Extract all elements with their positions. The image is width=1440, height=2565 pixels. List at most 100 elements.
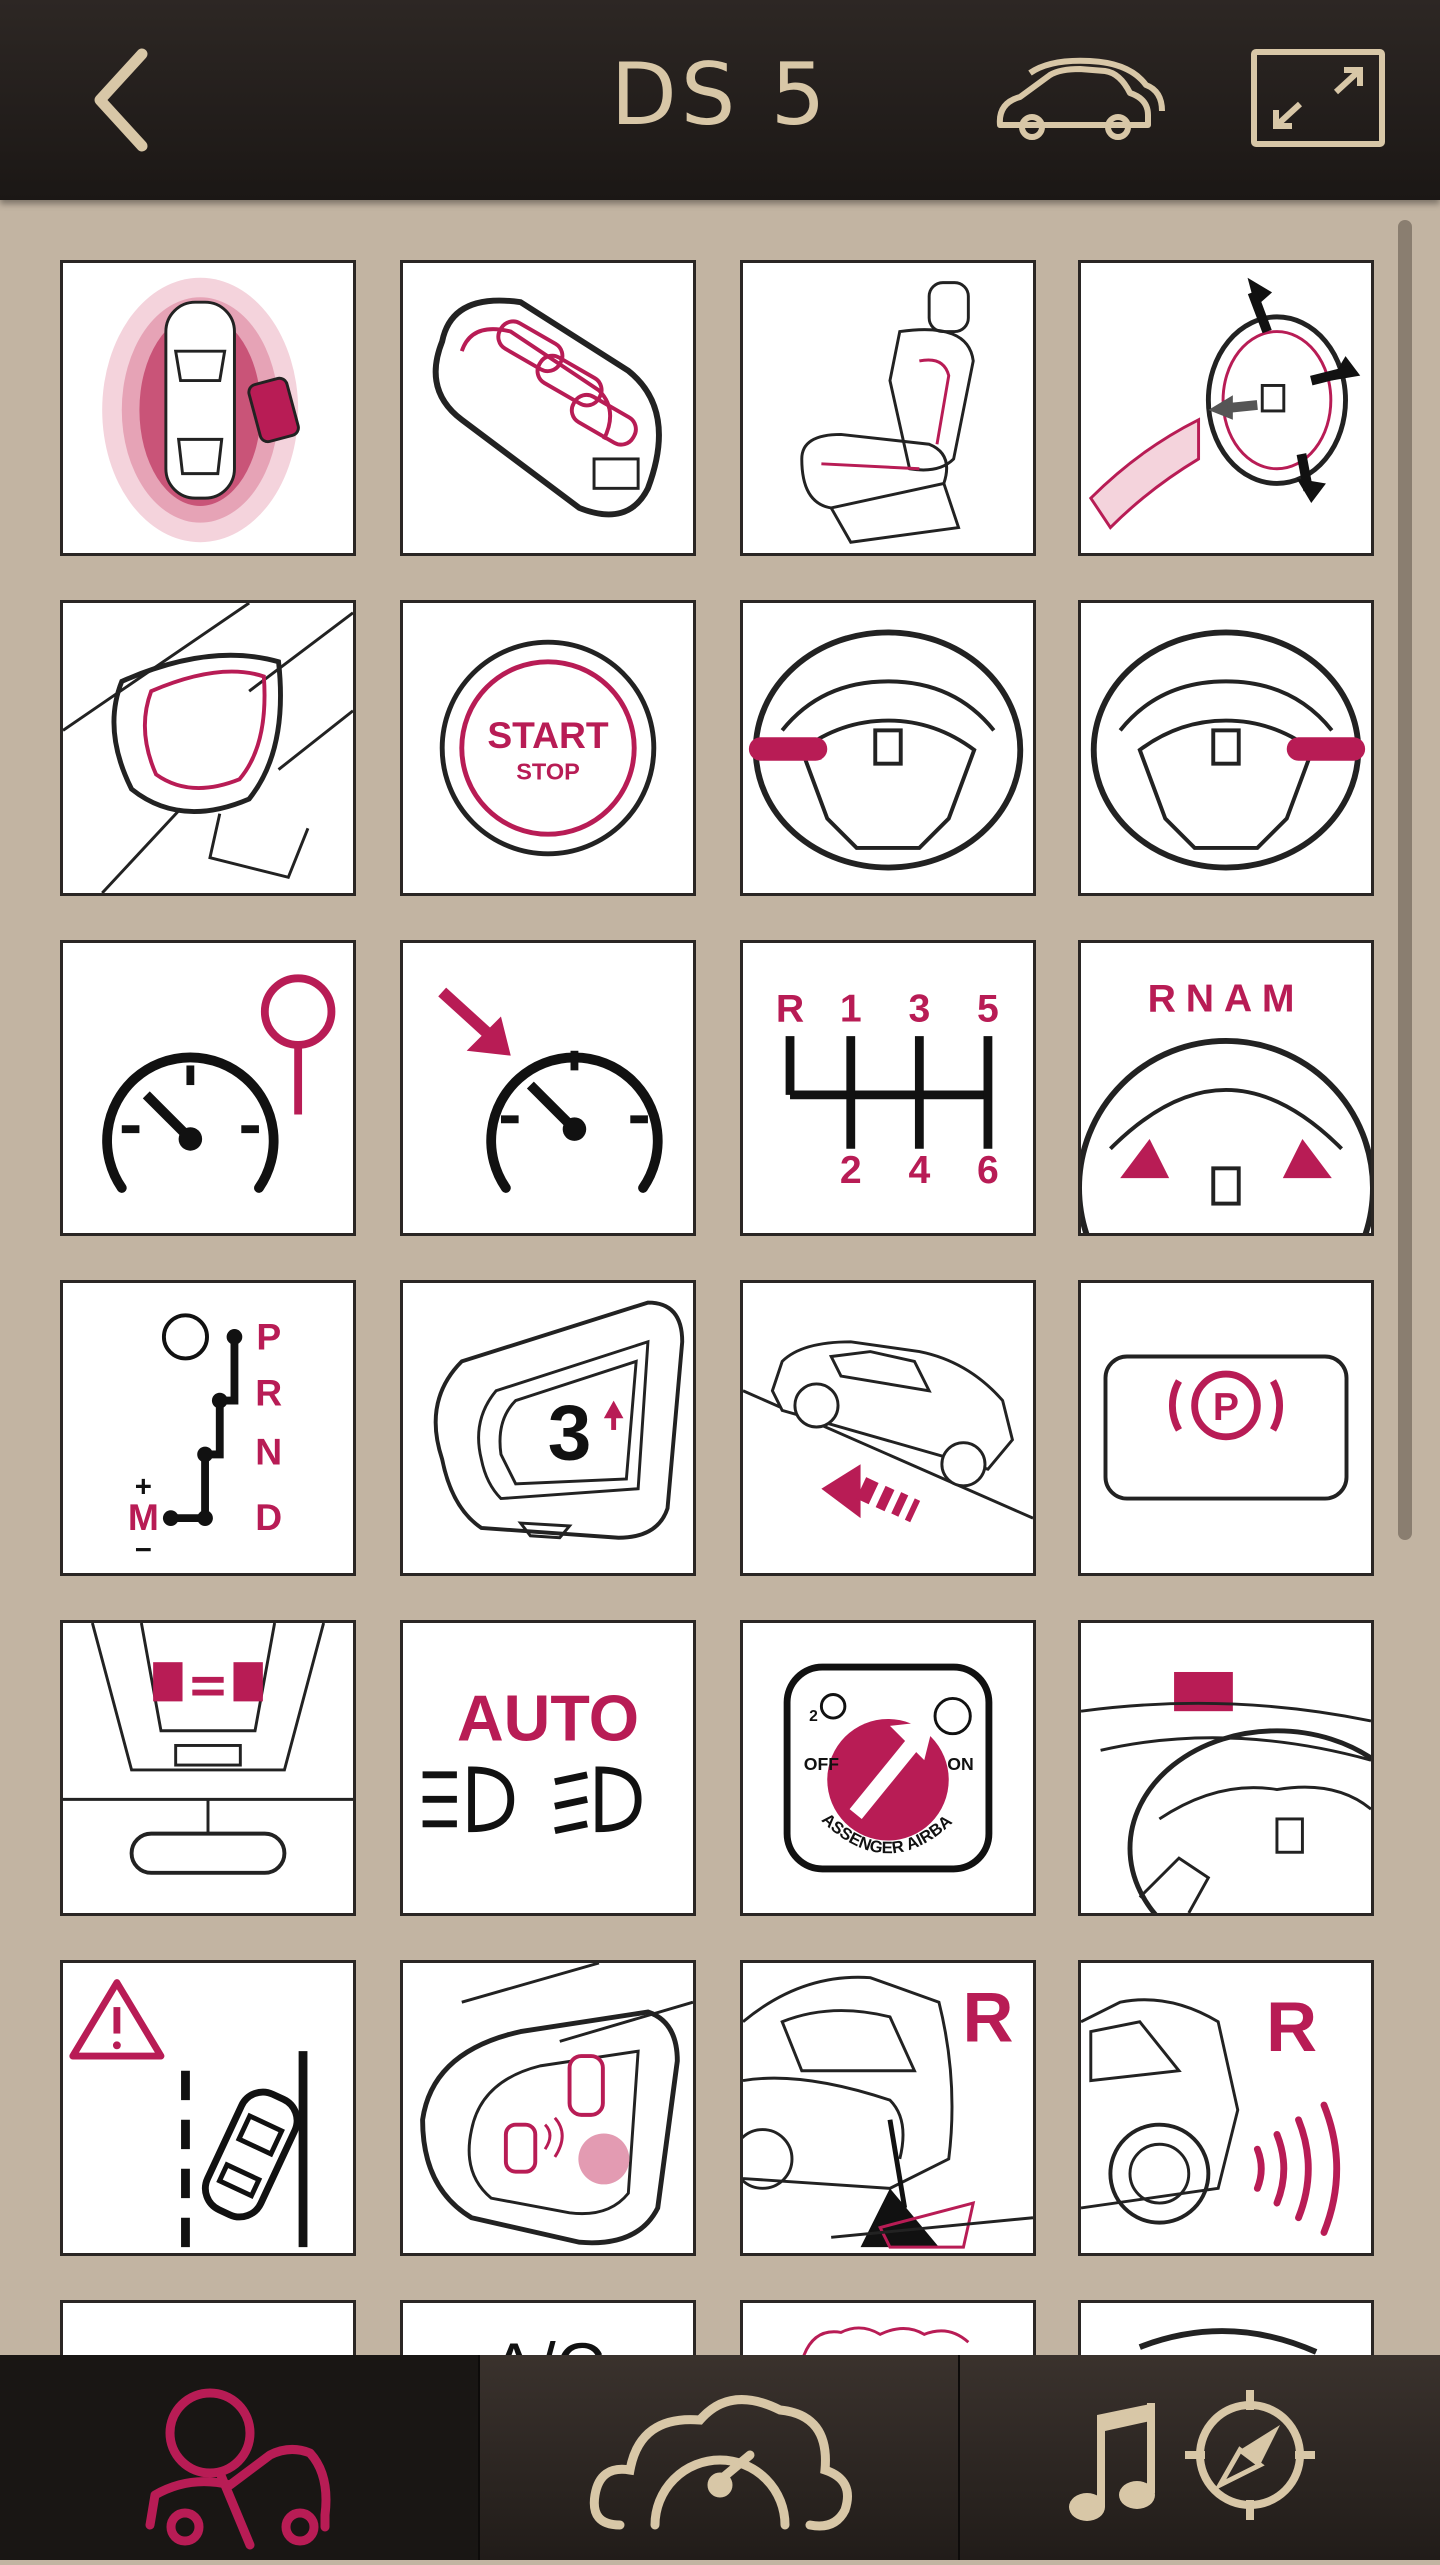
front-seat-icon	[800, 281, 975, 544]
gear-m: M	[128, 1496, 159, 1538]
ac-label: A/C	[491, 2329, 605, 2355]
tile-air-con[interactable]: A/C	[400, 2300, 696, 2355]
tile-steering-adjust[interactable]	[1078, 260, 1374, 556]
gear-n: N	[255, 1430, 282, 1472]
tile-parking-brake[interactable]: P	[1078, 1280, 1374, 1576]
partial-tile-icon	[63, 2303, 353, 2355]
scrollbar[interactable]	[1398, 220, 1412, 1540]
gear-shift-indicator-icon: 3	[433, 1300, 685, 1540]
tile-auto-lights[interactable]: AUTO	[400, 1620, 696, 1916]
tile-partial-1[interactable]	[60, 2300, 356, 2355]
cruise-control-icon	[438, 987, 663, 1193]
back-button[interactable]	[80, 40, 170, 160]
gear-label-5: 5	[977, 987, 999, 1030]
gear-d: D	[255, 1496, 282, 1538]
tile-gear-indicator[interactable]: 3	[400, 1280, 696, 1576]
tile-speed-limiter[interactable]	[60, 940, 356, 1236]
start-label: START	[487, 714, 609, 756]
passenger-airbag-switch-icon: OFF ON 2 PASSENGER AIRBAG	[743, 1623, 993, 1873]
tile-remote-key[interactable]	[400, 260, 696, 556]
tab-driving[interactable]	[480, 2355, 958, 2560]
gear-p: P	[256, 1316, 281, 1358]
roof-console-icon	[63, 1623, 353, 1875]
tile-cruise-control[interactable]	[400, 940, 696, 1236]
page-title: DS 5	[610, 45, 830, 145]
tile-reversing-camera[interactable]: R	[740, 1960, 1036, 2256]
tile-hill-start[interactable]	[740, 1280, 1036, 1576]
tile-keyless-zone[interactable]	[60, 260, 356, 556]
keyless-access-zone-icon	[102, 277, 300, 543]
reversing-camera-icon: R	[743, 1975, 1033, 2249]
manual-gearbox-icon: R 1 3 5 2 4 6	[776, 987, 999, 1192]
tile-partial-3[interactable]	[740, 2300, 1036, 2355]
cloud-dial-icon	[589, 2395, 852, 2531]
steering-wheel-right-control-icon	[1090, 629, 1366, 871]
nav-separator	[478, 2355, 480, 2560]
tile-rear-parking-sensors[interactable]: R	[1078, 1960, 1374, 2256]
stop-label: STOP	[516, 758, 580, 784]
tile-roof-console[interactable]	[60, 1620, 356, 1916]
gear-plus: +	[135, 1471, 152, 1504]
gear-label-3: 3	[908, 987, 930, 1030]
tile-auto-gearbox[interactable]: P R N D M + −	[60, 1280, 356, 1576]
tile-wheel-right-control[interactable]	[1078, 600, 1374, 896]
tile-partial-4[interactable]	[1078, 2300, 1374, 2355]
electric-parking-brake-icon: P	[1103, 1354, 1349, 1501]
tile-door-mirror[interactable]	[60, 600, 356, 896]
speed-limiter-icon	[102, 974, 336, 1193]
expand-icon	[1251, 49, 1385, 147]
door-mirror-icon	[63, 603, 353, 893]
start-stop-button-icon: START STOP	[439, 639, 657, 857]
automatic-headlights-icon: AUTO	[422, 1682, 642, 1835]
steering-wheel-left-control-icon	[748, 629, 1024, 871]
tile-passenger-airbag[interactable]: OFF ON 2 PASSENGER AIRBAG	[740, 1620, 1036, 1916]
blind-spot-monitoring-icon	[420, 1963, 693, 2246]
tile-front-seat[interactable]	[740, 260, 1036, 556]
vehicle-user-icon	[145, 2388, 331, 2550]
gear-minus: −	[135, 1533, 152, 1566]
gear-label-6: 6	[977, 1149, 999, 1192]
tile-manual-gearbox[interactable]: R 1 3 5 2 4 6	[740, 940, 1036, 1236]
gear-digit: 3	[548, 1388, 592, 1476]
reverse-r-label: R	[962, 1977, 1013, 2056]
car-models-icon	[996, 57, 1165, 140]
fullscreen-button[interactable]	[1250, 48, 1386, 148]
head-up-display-icon	[1081, 1671, 1371, 1913]
tile-wheel-left-control[interactable]	[740, 600, 1036, 896]
lane-departure-warning-icon	[69, 1979, 308, 2248]
tile-start-stop[interactable]: START STOP	[400, 600, 696, 896]
tile-lane-departure[interactable]	[60, 1960, 356, 2256]
chevron-left-icon	[94, 48, 148, 152]
tile-head-up-display[interactable]	[1078, 1620, 1374, 1916]
car-models-button[interactable]	[990, 55, 1170, 145]
tile-gearbox-paddles[interactable]: RNAM	[1078, 940, 1374, 1236]
airbag-off-label: OFF	[804, 1754, 839, 1774]
parking-p-label: P	[1213, 1386, 1239, 1429]
auto-label: AUTO	[457, 1682, 639, 1755]
airbag-on-label: ON	[947, 1754, 973, 1774]
music-navigation-icon	[1069, 2390, 1315, 2521]
remote-key-icon	[432, 297, 662, 518]
tab-multimedia[interactable]	[960, 2355, 1438, 2560]
air-conditioning-icon: A/C	[491, 2329, 605, 2355]
gear-r: R	[255, 1371, 282, 1413]
partial-tile-icon	[1138, 2328, 1318, 2355]
gear-label-r: R	[776, 987, 804, 1030]
paddle-shift-icon: RNAM	[1081, 978, 1371, 1233]
gear-label-2: 2	[840, 1149, 862, 1192]
hill-start-assist-icon	[743, 1340, 1033, 1523]
airbag-seat-label: 2	[809, 1708, 818, 1725]
parking-sensors-icon: R	[1081, 1987, 1341, 2236]
sensor-r-label: R	[1266, 1987, 1317, 2066]
rnam-label: RNAM	[1148, 978, 1305, 1021]
gear-label-1: 1	[840, 987, 862, 1030]
steering-wheel-adjust-icon	[1088, 277, 1361, 530]
partial-tile-icon	[802, 2326, 970, 2355]
tab-vehicle[interactable]	[0, 2355, 478, 2560]
nav-separator	[958, 2355, 960, 2560]
feature-grid: START STOP	[0, 200, 1440, 2355]
tile-blind-spot[interactable]	[400, 1960, 696, 2256]
gear-label-4: 4	[908, 1149, 930, 1192]
automatic-gearbox-icon: P R N D M + −	[128, 1313, 282, 1566]
top-bar: DS 5	[0, 0, 1440, 200]
